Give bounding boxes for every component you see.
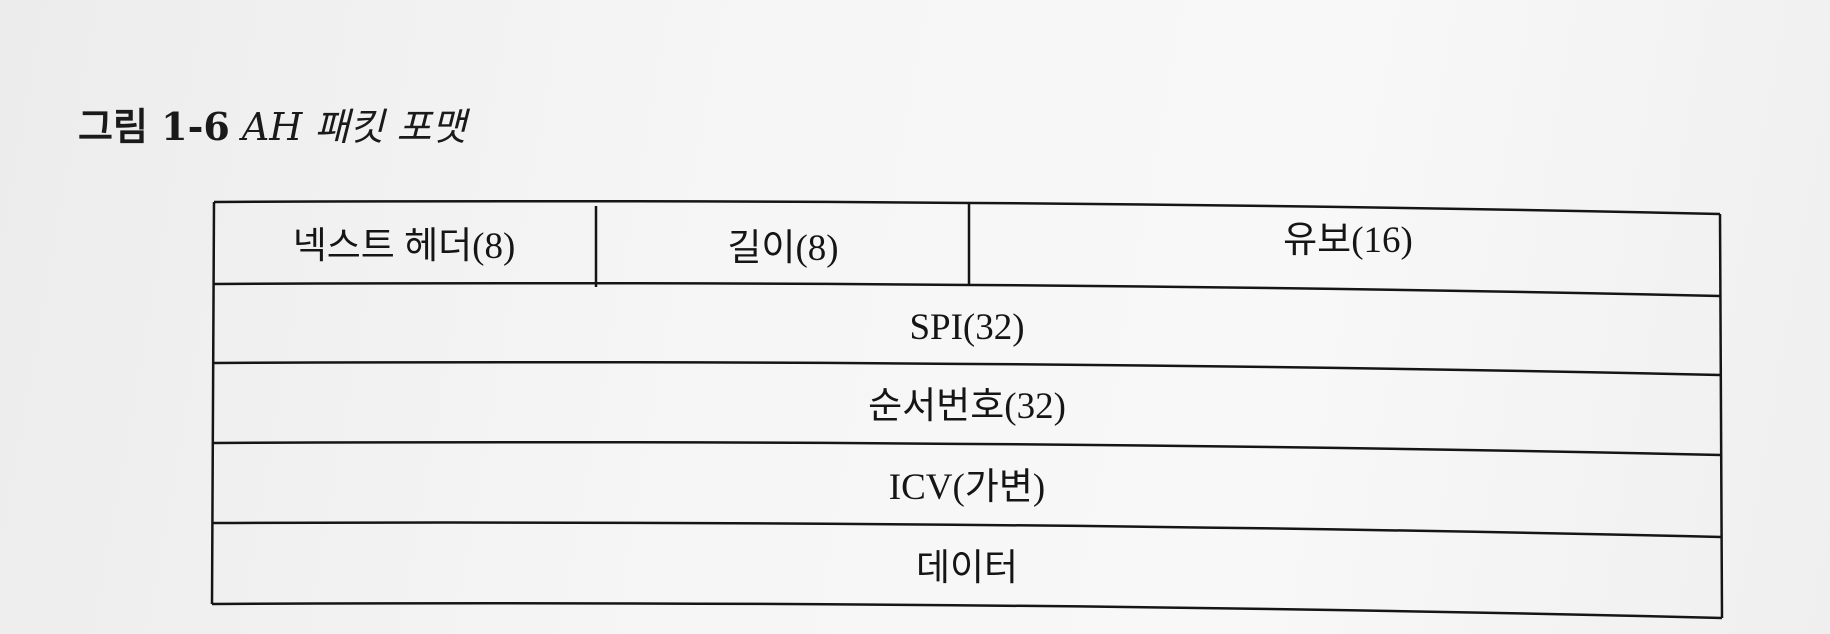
frame-right: [1718, 213, 1724, 619]
field-data: 데이터: [916, 548, 1018, 589]
field-next-header: 넥스트 헤더(8): [293, 226, 516, 267]
packet-frame: [210, 199, 1724, 620]
field-spi: SPI(32): [909, 307, 1024, 348]
row-divider-1: [213, 281, 1721, 298]
frame-left: [210, 201, 216, 605]
row-divider-3: [212, 440, 1722, 457]
field-reserved: 유보(16): [1283, 220, 1413, 261]
field-icv: ICV(가변): [889, 467, 1045, 508]
row-divider-2: [212, 360, 1721, 377]
row-divider-4: [212, 521, 1722, 539]
figure-title: AH 패킷 포맷: [241, 105, 467, 149]
figure-number: 그림 1-6: [78, 104, 230, 149]
frame-top: [213, 199, 1721, 216]
field-length: 길이(8): [727, 228, 838, 269]
field-sequence-number: 순서번호(32): [868, 386, 1066, 427]
frame-bottom: [211, 602, 1723, 620]
